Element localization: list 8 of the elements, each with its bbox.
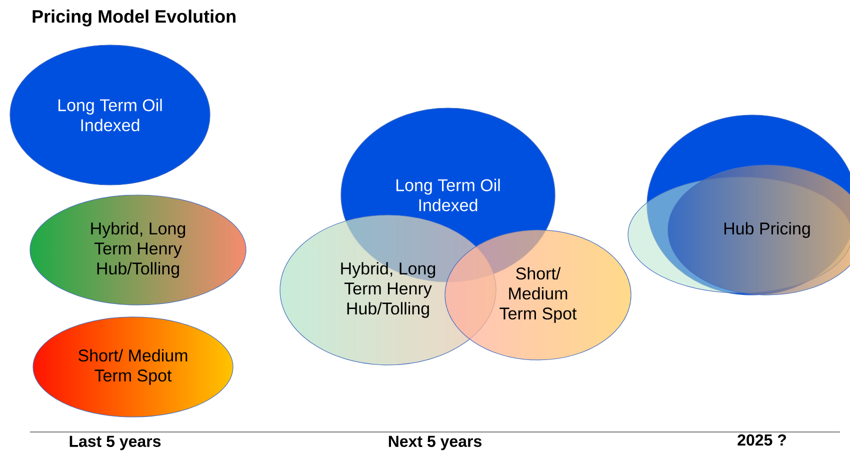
ellipse-node: Short/ Medium Term Spot <box>32 316 234 418</box>
ellipse-node: Long Term Oil Indexed <box>10 44 210 186</box>
period-label: Last 5 years <box>70 436 161 450</box>
ellipse-node: Short/ Medium Term Spot <box>444 230 632 360</box>
period-label: 2025 ? <box>738 434 786 446</box>
ellipse-node: Hybrid, Long Term Henry Hub/Tolling <box>30 194 246 306</box>
period-label: Next 5 years <box>388 436 482 450</box>
title: Pricing Model Evolution <box>32 10 236 26</box>
